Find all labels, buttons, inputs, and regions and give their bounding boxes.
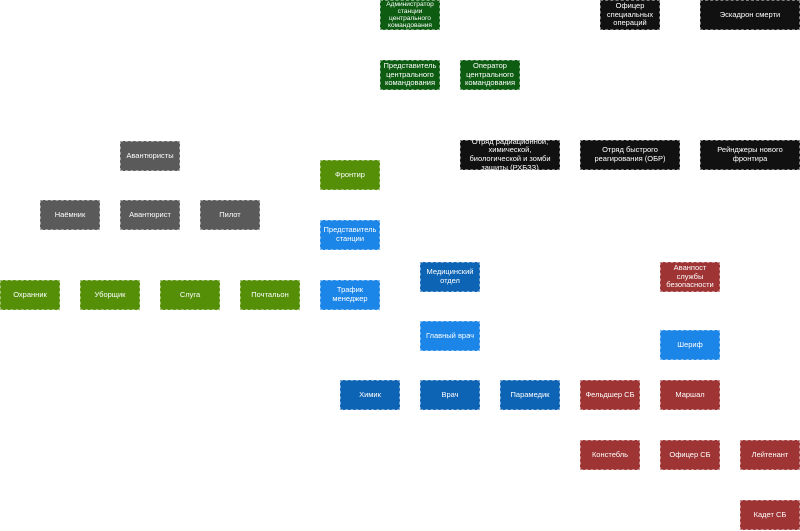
node-label: Шериф [677,339,703,349]
node-new-frontier-rangers[interactable]: Рейнджеры нового фронтира [700,140,800,170]
node-label: Эскадрон смерти [719,9,781,19]
node-label: Главный врач [425,330,475,340]
node-frontier[interactable]: Фронтир [320,160,380,190]
node-label: Офицер специальных операций [606,1,654,28]
node-label: Офицер СБ [669,449,711,459]
node-label: Маршал [675,389,705,399]
node-label: Отряд радиационной, химической, биологич… [469,136,551,172]
node-label: Фронтир [335,169,365,179]
node-medical-dept[interactable]: Медицинский отдел [420,262,480,292]
node-sheriff[interactable]: Шериф [660,330,720,360]
node-label: Врач [441,389,459,399]
node-label: Медицинский отдел [426,267,474,285]
node-mailman[interactable]: Почтальон [240,280,300,310]
node-label: Представитель центрального командования [383,61,437,88]
node-special-ops-officer[interactable]: Офицер специальных операций [600,0,660,30]
node-sec-medic[interactable]: Фельдшер СБ [580,380,640,410]
node-chief-doctor[interactable]: Главный врач [420,321,480,351]
node-label: Фельдшер СБ [585,389,635,399]
node-marshal[interactable]: Маршал [660,380,720,410]
node-label: Пилот [219,209,241,219]
node-traffic-manager[interactable]: Трафик менеджер [320,280,380,310]
node-lieutenant[interactable]: Лейтенант [740,440,800,470]
node-label: Уборщик [94,289,126,299]
node-adventurer[interactable]: Авантюрист [120,200,180,230]
node-label: Охранник [13,289,47,299]
node-cc-rep[interactable]: Представитель центрального командования [380,60,440,90]
node-label: Химик [359,389,381,399]
node-security-outpost[interactable]: Аванпост службы безопасности [660,262,720,292]
node-label: Отряд быстрого реагирования (ОБР) [594,145,666,163]
node-doctor[interactable]: Врач [420,380,480,410]
node-label: Парамедик [510,389,550,399]
node-label: Почтальон [251,289,289,299]
node-servant[interactable]: Слуга [160,280,220,310]
node-label: Кадет СБ [753,509,787,519]
node-label: Слуга [179,289,201,299]
node-paramedic[interactable]: Парамедик [500,380,560,410]
node-station-rep[interactable]: Представитель станции [320,220,380,250]
node-adventurers[interactable]: Авантюристы [120,141,180,171]
node-pilot[interactable]: Пилот [200,200,260,230]
node-label: Наёмник [54,209,86,219]
node-ert[interactable]: Отряд быстрого реагирования (ОБР) [580,140,680,170]
node-cbrn-squad[interactable]: Отряд радиационной, химической, биологич… [460,136,560,172]
node-cc-operator[interactable]: Оператор центрального командования [460,60,520,90]
node-label: Трафик менеджер [332,285,368,303]
node-label: Авантюристы [126,150,174,160]
node-label: Представитель станции [323,225,377,243]
node-label: Лейтенант [751,449,789,459]
node-sec-cadet[interactable]: Кадет СБ [740,500,800,530]
node-label: Рейнджеры нового фронтира [717,145,783,163]
node-cc-admin[interactable]: Администратор станции центрального коман… [380,0,440,30]
node-mercenary[interactable]: Наёмник [40,200,100,230]
node-label: Констебль [591,449,629,459]
node-sec-officer[interactable]: Офицер СБ [660,440,720,470]
node-janitor[interactable]: Уборщик [80,280,140,310]
node-guard[interactable]: Охранник [0,280,60,310]
node-death-squad[interactable]: Эскадрон смерти [700,0,800,30]
node-label: Аванпост службы безопасности [666,263,714,290]
node-label: Администратор станции центрального коман… [386,0,434,30]
node-constable[interactable]: Констебль [580,440,640,470]
node-chemist[interactable]: Химик [340,380,400,410]
node-label: Оператор центрального командования [464,61,516,88]
node-label: Авантюрист [129,209,171,219]
